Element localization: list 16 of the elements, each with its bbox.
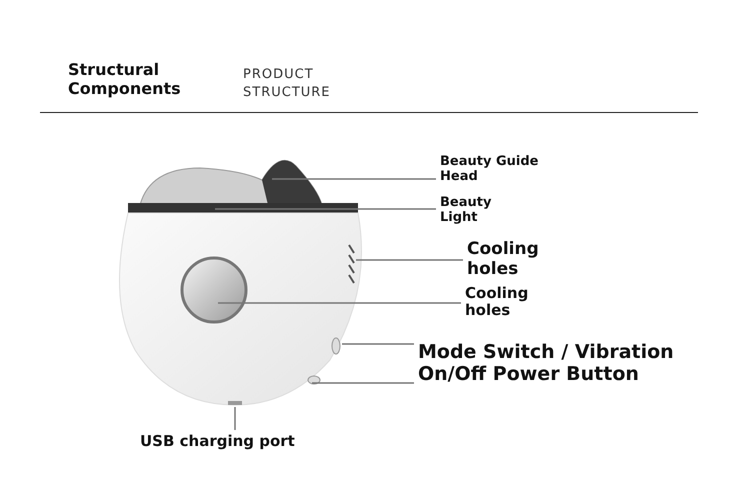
section-title: Structural Components: [68, 60, 182, 98]
leader-line: [234, 407, 236, 430]
leader-line: [218, 302, 461, 304]
leader-line: [215, 208, 436, 210]
callout-label: Cooling holes: [467, 240, 557, 280]
section-subtitle: PRODUCT STRUCTURE: [243, 66, 332, 102]
callout-label: Mode Switch / Vibration: [418, 342, 688, 364]
callout-label: USB charging port: [140, 433, 320, 450]
callout-label: Beauty Light: [440, 196, 520, 226]
leader-line: [272, 178, 436, 180]
callout-label: Cooling holes: [465, 285, 555, 320]
leader-line: [342, 343, 414, 345]
callout-label: Beauty Guide Head: [440, 155, 550, 185]
leader-line: [356, 259, 463, 261]
callout-label: On/Off Power Button: [418, 364, 688, 386]
leader-line: [312, 382, 414, 384]
